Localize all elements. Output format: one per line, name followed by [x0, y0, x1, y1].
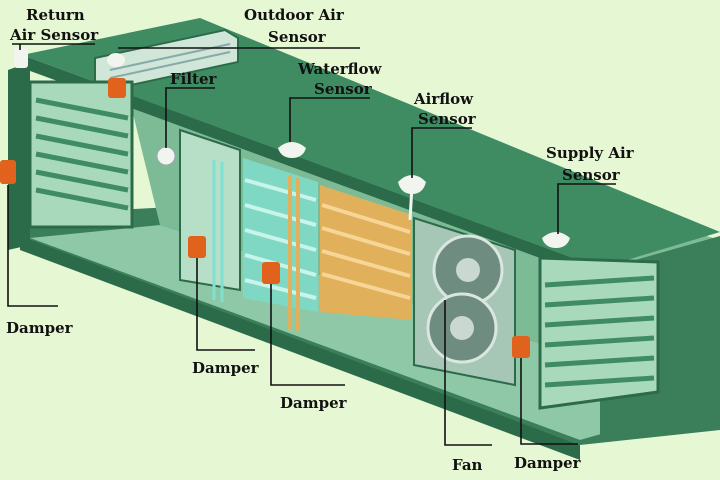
- filter-sensor-body: [157, 147, 175, 165]
- return-air-sensor-body: [14, 48, 28, 68]
- label-return-air-sensor-line2: Air Sensor: [9, 26, 99, 44]
- actuator-outdoor: [108, 78, 126, 98]
- filter-frame: [180, 130, 240, 290]
- return-air-damper-louvers: [30, 82, 132, 227]
- housing-left-post: [8, 62, 30, 250]
- actuator-left: [0, 160, 16, 184]
- label-outdoor-air-sensor-line2: Sensor: [268, 28, 327, 46]
- filter-panel: [180, 130, 240, 302]
- cooling-coil: [243, 158, 318, 312]
- supply-air-damper-louvers: [540, 258, 658, 408]
- label-supply-air-sensor-line1: Supply Air: [546, 144, 635, 162]
- actuator-coil: [262, 262, 280, 284]
- outdoor-air-sensor-body: [107, 53, 125, 67]
- label-airflow-sensor-line1: Airflow: [413, 90, 474, 108]
- label-outdoor-air-sensor-line1: Outdoor Air: [244, 6, 345, 24]
- label-damper-left: Damper: [6, 319, 74, 337]
- label-fan: Fan: [452, 456, 483, 474]
- actuator-right: [512, 336, 530, 358]
- label-waterflow-sensor-line1: Waterflow: [297, 60, 383, 78]
- actuator-filter: [188, 236, 206, 258]
- label-damper-coil: Damper: [280, 394, 348, 412]
- label-return-air-sensor-line1: Return: [26, 6, 85, 24]
- label-damper-filter: Damper: [192, 359, 260, 377]
- label-airflow-sensor-line2: Sensor: [418, 110, 477, 128]
- airflow-sensor-probe: [410, 186, 412, 220]
- label-waterflow-sensor-line2: Sensor: [314, 80, 373, 98]
- label-filter: Filter: [170, 70, 218, 88]
- label-damper-right: Damper: [514, 454, 582, 472]
- fan-hub: [456, 258, 480, 282]
- fan-hub: [450, 316, 474, 340]
- label-supply-air-sensor-line2: Sensor: [562, 166, 621, 184]
